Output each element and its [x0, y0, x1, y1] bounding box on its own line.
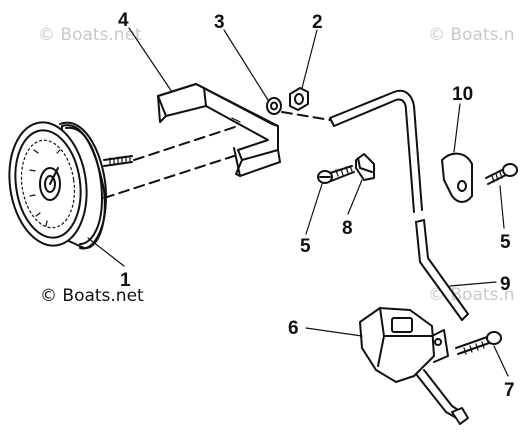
assembly-line-stud	[133, 125, 239, 161]
callout-9: 9	[500, 274, 511, 295]
bracket-part-4	[157, 83, 281, 177]
callout-2: 2	[312, 12, 323, 33]
screw-part-7	[455, 331, 502, 355]
clamp-part-8	[355, 153, 375, 181]
assembly-line-body	[103, 155, 235, 199]
screw-part-5-right	[485, 163, 518, 185]
watermark-top-right: © Boats.n	[428, 25, 515, 45]
sender-part-6	[359, 307, 469, 425]
callout-7: 7	[504, 380, 515, 401]
copyright-label: © Boats.net	[40, 286, 144, 306]
callout-10: 10	[452, 84, 473, 105]
callout-8: 8	[342, 218, 353, 239]
screw-part-5-left	[317, 165, 355, 184]
callout-5-left: 5	[300, 236, 311, 257]
callout-6: 6	[288, 318, 299, 339]
callout-4: 4	[118, 10, 129, 31]
nut-part-2	[289, 87, 309, 111]
gauge-part-1	[8, 121, 133, 250]
callout-5-right: 5	[500, 232, 511, 253]
assembly-line-nut	[281, 111, 331, 121]
cable-part-9	[329, 89, 469, 321]
watermark-top-left: © Boats.net	[38, 25, 142, 45]
clip-part-10	[441, 152, 473, 203]
callout-1: 1	[120, 270, 131, 291]
callout-3: 3	[214, 12, 225, 33]
lockwasher-part-3	[266, 97, 282, 115]
